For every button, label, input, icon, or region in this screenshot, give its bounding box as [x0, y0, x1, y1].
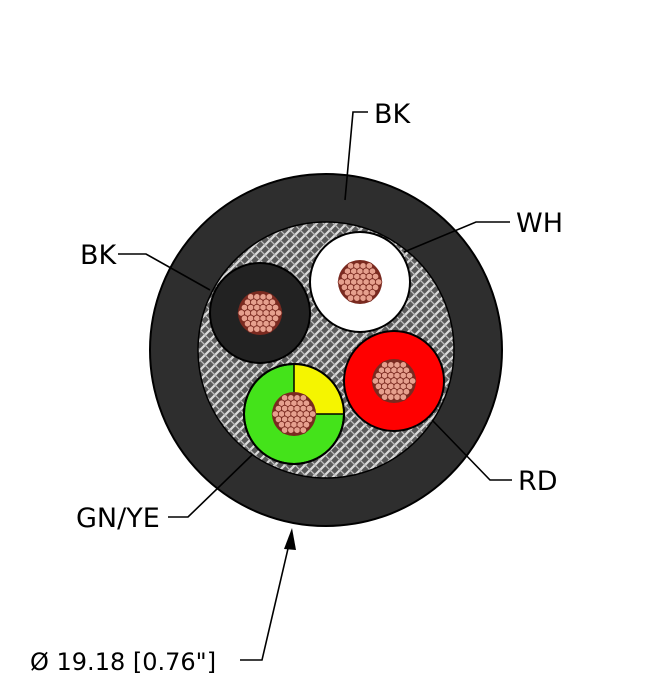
- copper-strand: [308, 410, 317, 418]
- copper-strand: [293, 426, 301, 434]
- copper-strands-ground: [271, 392, 317, 436]
- copper-strands-black: [237, 291, 283, 335]
- copper-strand: [371, 272, 380, 281]
- conductor-black: [209, 262, 311, 364]
- copper-strand: [265, 293, 273, 301]
- copper-strand: [365, 294, 373, 302]
- copper-strand: [393, 393, 401, 401]
- copper-strand: [402, 388, 411, 396]
- copper-strand: [387, 393, 395, 401]
- leader-red: [431, 419, 512, 481]
- copper-strand: [246, 325, 255, 333]
- label-outer-jacket: BK: [374, 99, 412, 130]
- dimension-arrowhead: [284, 528, 296, 550]
- leader-black: [118, 253, 211, 291]
- copper-strand: [408, 377, 417, 385]
- label-conductor-black: BK: [80, 240, 118, 271]
- conductor-white: [309, 231, 411, 333]
- copper-strand: [368, 289, 377, 297]
- copper-strand: [253, 325, 261, 333]
- copper-strand: [274, 309, 283, 317]
- copper-strand: [381, 393, 389, 401]
- copper-strand: [365, 262, 373, 270]
- copper-strand: [302, 421, 311, 429]
- copper-strand: [399, 393, 407, 401]
- copper-strand: [299, 426, 307, 434]
- leader-outer-jacket: [344, 111, 368, 201]
- conductor-ground: [243, 363, 345, 465]
- copper-strand: [281, 426, 289, 434]
- conductor-red: [343, 330, 445, 432]
- copper-strand: [347, 294, 355, 302]
- leader-white: [403, 221, 510, 253]
- copper-strand: [265, 325, 273, 333]
- copper-strands-red: [371, 359, 417, 403]
- copper-strand: [287, 426, 295, 434]
- copper-strand: [359, 294, 367, 302]
- copper-strand: [399, 361, 407, 369]
- copper-strand: [305, 404, 314, 413]
- dimension-leader: [240, 539, 291, 661]
- copper-strand: [299, 394, 307, 402]
- label-diameter: Ø 19.18 [0.76"]: [30, 648, 216, 676]
- leader-ground: [168, 454, 253, 518]
- copper-strand: [353, 294, 361, 302]
- copper-strand: [271, 303, 280, 312]
- label-conductor-white: WH: [516, 208, 563, 239]
- copper-strand: [268, 320, 277, 328]
- copper-strand: [405, 371, 414, 380]
- copper-strand: [374, 278, 383, 286]
- label-conductor-red: RD: [518, 466, 558, 497]
- label-conductor-ground: GN/YE: [76, 503, 160, 534]
- copper-strands-white: [337, 260, 383, 304]
- copper-strand: [259, 325, 267, 333]
